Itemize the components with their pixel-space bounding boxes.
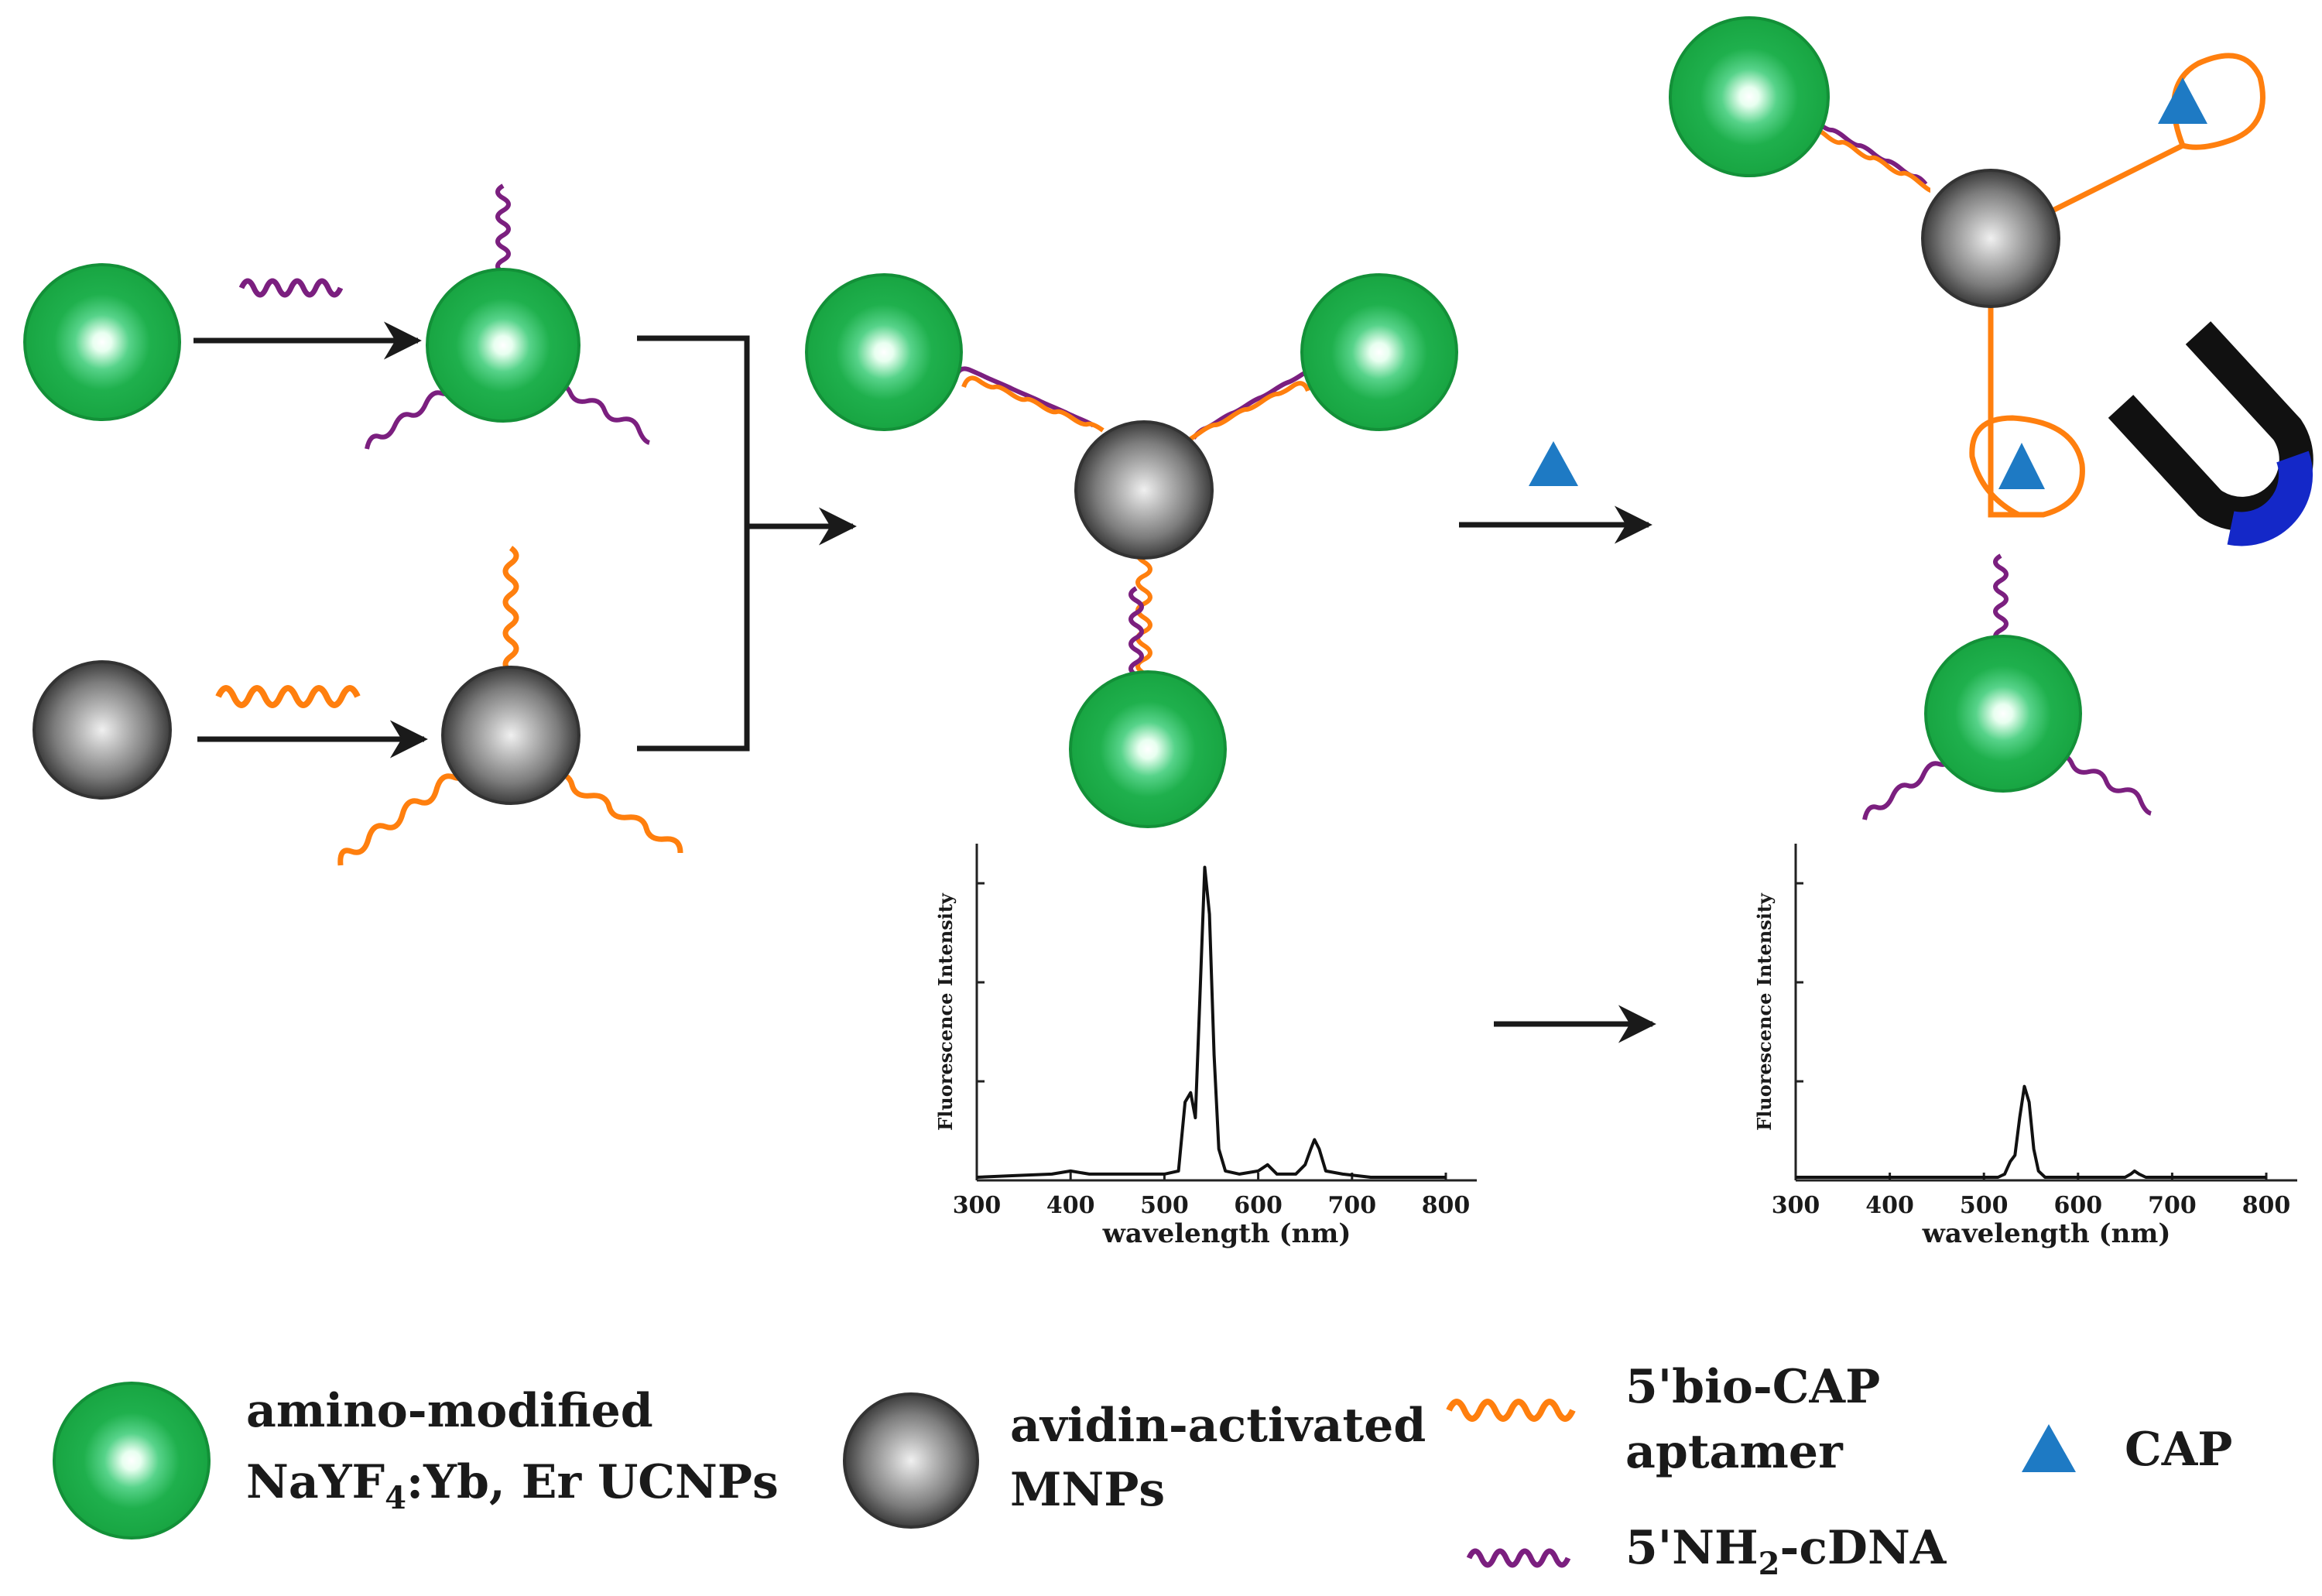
ucnp-cdna-conjugate [365, 183, 651, 450]
legend-ucnp-line2: NaYF4:Yb, Er UCNPs [246, 1455, 779, 1516]
legend-aptamer-line2: aptamer [1625, 1425, 1844, 1479]
separated-complex [1669, 16, 2265, 518]
ucnp-bare-particle [23, 263, 181, 421]
x-axis-label: wavelength (nm) [1922, 1218, 2171, 1249]
hybrid-complex [805, 273, 1458, 828]
legend-mnp-line1: avidin-activated [1010, 1399, 1426, 1453]
legend-cap: CAP [2125, 1423, 2232, 1477]
legend-ucnp-line1: amino-modified [246, 1384, 653, 1438]
x-tick-label: 500 [1140, 1192, 1189, 1219]
x-tick-label: 600 [1234, 1192, 1283, 1219]
released-ucnp-cdna [1862, 553, 2152, 820]
cap-triangle-icon [1998, 443, 2045, 489]
ucnp-particle-icon [53, 1382, 211, 1539]
aptamer-reagent-strand [215, 685, 361, 708]
mnp-bare-particle [33, 660, 172, 800]
magnet-icon [2108, 321, 2313, 546]
spectrum-after: 300 400 500 600 700 800 wavelength (nm) Fluores… [1753, 844, 2297, 1249]
x-tick-label: 400 [1865, 1192, 1914, 1219]
mnp-particle-icon [843, 1392, 979, 1529]
cap-triangle-icon [1529, 441, 1578, 486]
x-tick-label: 700 [1327, 1192, 1376, 1219]
legend-mnp-line2: MNPs [1010, 1463, 1165, 1517]
x-tick-label: 800 [2242, 1192, 2291, 1219]
y-axis-label: Fluorescence Intensity [934, 892, 957, 1131]
spectrum-before: 300 400 500 600 700 800 wavelength (nm) Fluores… [934, 844, 1477, 1249]
legend-aptamer-line1: 5'bio-CAP [1625, 1360, 1880, 1414]
aptamer-strand-icon [1446, 1399, 1576, 1422]
combine-bracket [637, 335, 857, 752]
legend-cdna: 5'NH2-cDNA [1625, 1521, 1947, 1582]
cap-triangle-icon [2022, 1424, 2076, 1472]
cdna-strand-icon [1466, 1548, 1571, 1568]
x-tick-label: 600 [2053, 1192, 2102, 1219]
y-axis-label: Fluorescence Intensity [1753, 892, 1776, 1131]
cdna-reagent-strand [238, 278, 344, 298]
cap-triangle-icon [2158, 77, 2207, 124]
mnp-aptamer-conjugate [337, 546, 683, 866]
x-tick-label: 500 [1960, 1192, 2009, 1219]
x-tick-label: 300 [1772, 1192, 1820, 1219]
x-tick-label: 300 [953, 1192, 1002, 1219]
spectrum-series-line [976, 865, 1446, 1179]
legend: amino-modified NaYF4:Yb, Er UCNPs avidin… [53, 1360, 2232, 1582]
x-tick-label: 700 [2148, 1192, 2197, 1219]
spectrum-series-line [1796, 1084, 2266, 1179]
x-tick-label: 400 [1046, 1192, 1095, 1219]
x-axis-label: wavelength (nm) [1102, 1218, 1351, 1249]
x-tick-label: 800 [1422, 1192, 1471, 1219]
